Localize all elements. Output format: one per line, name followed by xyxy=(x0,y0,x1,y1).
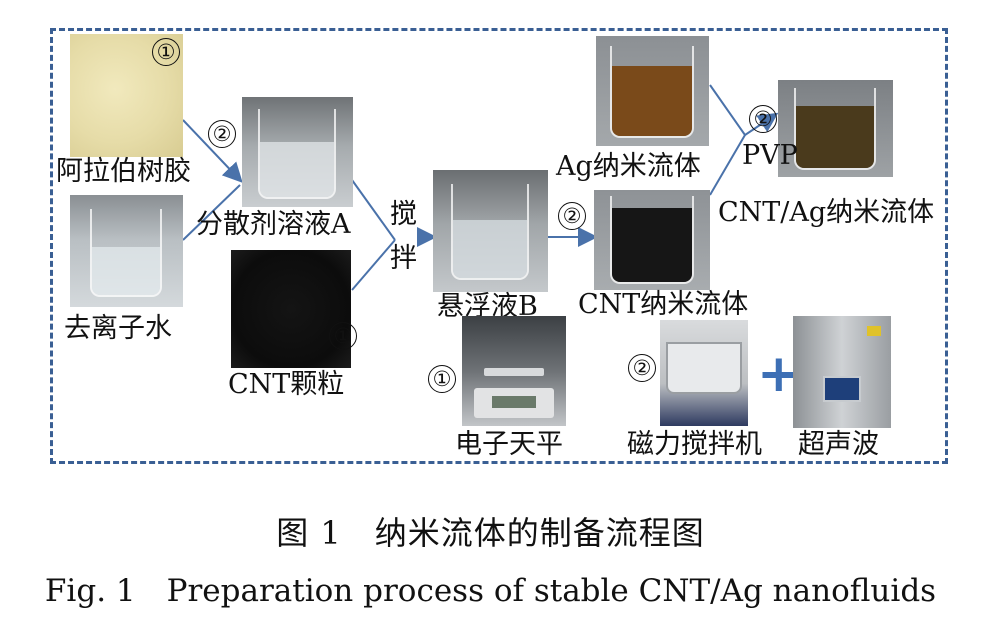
ultrasonic-photo xyxy=(793,316,891,428)
cnt-ag-nanofluid-photo xyxy=(778,80,893,177)
step-marker-2-cnt: ② xyxy=(558,202,586,230)
label-stir-1: 搅 xyxy=(390,199,417,230)
label-stir-2: 拌 xyxy=(390,243,417,274)
di-water-photo xyxy=(70,195,183,307)
magnetic-stirrer-photo xyxy=(660,320,748,426)
caption-cn: 图 1 纳米流体的制备流程图 xyxy=(276,514,705,552)
label-dispersant-a: 分散剂溶液A xyxy=(196,209,351,240)
arrow-cnt-to-stir xyxy=(351,239,396,291)
cnt-nanofluid-photo xyxy=(594,190,710,290)
suspension-b-photo xyxy=(433,170,548,292)
step-marker-2-stirrer: ② xyxy=(628,354,656,382)
label-gum-arabic: 阿拉伯树胶 xyxy=(56,156,191,187)
label-ag-nanofluid: Ag纳米流体 xyxy=(556,151,701,182)
balance-photo xyxy=(462,316,566,426)
step-marker-1-cnt: ① xyxy=(329,322,357,350)
arrow-gum-to-a xyxy=(182,119,243,183)
caption-en: Fig. 1 Preparation process of stable CNT… xyxy=(44,573,937,609)
label-ultrasonic: 超声波 xyxy=(798,429,879,460)
step-marker-2: ② xyxy=(208,120,236,148)
arrow-a-to-stir xyxy=(351,179,396,241)
label-pvp: PVP xyxy=(742,140,798,171)
label-cnt-particles: CNT颗粒 xyxy=(228,369,345,400)
label-balance: 电子天平 xyxy=(455,429,563,460)
label-cnt-nanofluid: CNT纳米流体 xyxy=(578,289,749,320)
dispersant-a-photo xyxy=(242,97,353,207)
arrow-water-to-a xyxy=(182,184,241,241)
arrow-cnt-to-mix xyxy=(709,134,746,196)
label-di-water: 去离子水 xyxy=(64,313,172,344)
step-marker-2-mix: ② xyxy=(749,105,777,133)
label-magnetic-stirrer: 磁力搅拌机 xyxy=(627,429,762,460)
step-marker-1: ① xyxy=(152,38,180,66)
arrow-ag-to-mix xyxy=(709,84,746,136)
ag-nanofluid-photo xyxy=(596,36,709,146)
process-frame xyxy=(50,28,948,464)
step-marker-1-balance: ① xyxy=(428,365,456,393)
cnt-particles-photo xyxy=(231,250,351,368)
label-cnt-ag-nanofluid: CNT/Ag纳米流体 xyxy=(718,197,935,228)
